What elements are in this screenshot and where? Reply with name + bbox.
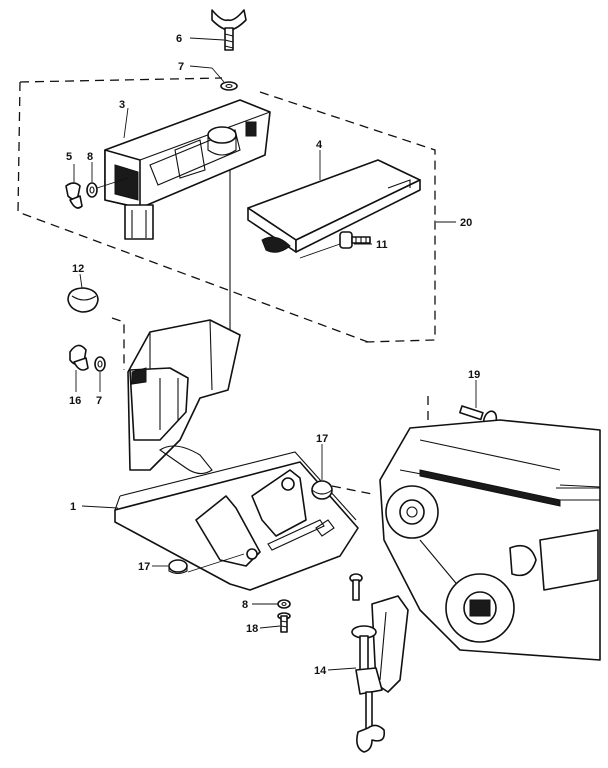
assembly-boundary [17,77,436,343]
screw-11 [339,231,371,249]
callout-17-right: 17 [316,433,328,445]
callout-7-left: 7 [96,395,102,407]
callout-4: 4 [316,139,323,151]
callout-8-top: 8 [87,151,93,163]
callout-6: 6 [176,33,182,45]
callout-8-bottom: 8 [242,599,248,611]
callout-14: 14 [314,665,327,677]
wing-screw-16 [69,344,89,371]
wing-nut-6 [211,9,247,51]
machine-body [379,396,601,661]
cover-plate-4 [247,159,421,253]
alignment-line-left [111,317,125,370]
callout-1: 1 [70,501,76,513]
screw-18 [277,612,291,633]
cap-17-left [168,559,188,575]
callout-18: 18 [246,623,258,635]
table-clamp-14 [349,573,409,753]
knob-12 [67,287,99,313]
base-bracket-1 [114,319,359,591]
callout-11: 11 [376,239,388,251]
washer-8-bottom [277,599,291,609]
cap-17-right [311,480,333,500]
callout-5: 5 [66,151,72,163]
callout-17-left: 17 [138,561,150,573]
callout-3: 3 [119,99,125,111]
washer-8-left [86,182,98,198]
callout-19: 19 [468,369,480,381]
wing-screw-5 [65,182,83,209]
callout-7-top: 7 [178,61,184,73]
callout-12: 12 [72,263,84,275]
callout-20: 20 [460,217,472,229]
washer-7-left [94,356,106,372]
callout-16: 16 [69,395,81,407]
washer-7-top [220,81,238,91]
housing-3 [104,99,271,240]
